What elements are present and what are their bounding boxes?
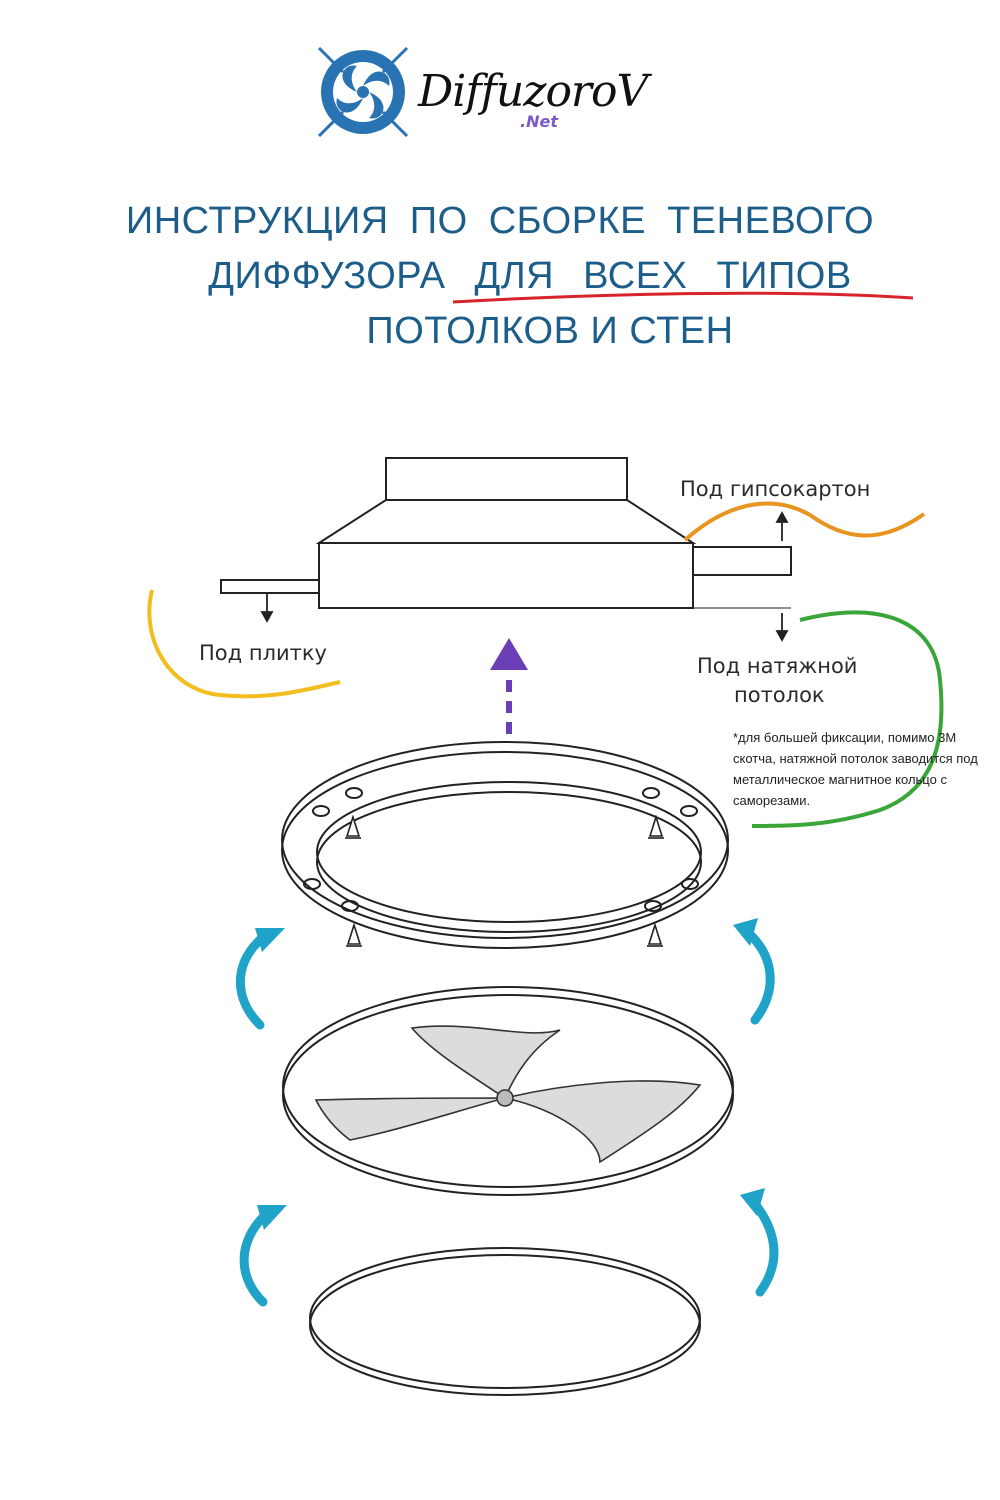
stretch-ceiling-note: *для большей фиксации, помимо 3М скотча,… [733,730,978,808]
stretch-ceiling-curve [751,610,944,828]
label-stretch-ceiling-2: потолок [734,683,825,707]
label-drywall: Под гипсокартон [680,477,871,501]
page-title-line-2: ДИФФУЗОРА ДЛЯ ВСЕХ ТИПОВ [208,255,852,297]
fan-blades [314,1025,702,1164]
rotate-arrow-icon [236,925,779,1307]
page-title-line-1: ИНСТРУКЦИЯ ПО СБОРКЕ ТЕНЕВОГО [125,200,875,242]
dimension-arrows [260,511,791,642]
diffuser-housing [220,457,792,609]
mounting-ring [281,741,729,949]
label-tile: Под плитку [199,641,327,665]
bottom-cover [309,1247,701,1396]
screw-icon [345,814,664,947]
logo-brand: DiffuzoroV [418,66,648,117]
label-stretch-ceiling-1: Под натяжной [697,654,858,678]
fan-logo-icon [317,46,409,138]
drywall-curve [683,501,926,542]
title-underline [452,291,914,304]
tile-curve [147,589,341,699]
logo-sub: .Net [520,112,558,131]
rotate-arrow-heads [255,918,765,1230]
page-title-line-3: ПОТОЛКОВ И СТЕН [366,310,734,352]
